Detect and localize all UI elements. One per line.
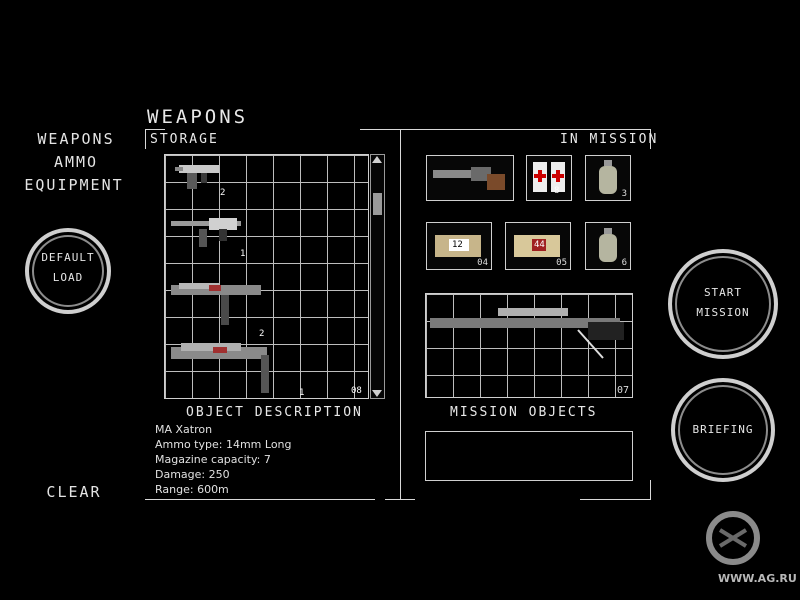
mission-slot[interactable]: 12 04 [426,222,492,270]
pistol-weapon-icon[interactable] [173,159,233,195]
grenade-icon [599,228,617,262]
storage-count: 1 [299,388,305,398]
mission-slot[interactable]: 44 05 [505,222,571,270]
desc-magazine: Magazine capacity: 7 [155,453,271,466]
mission-main-weapon-slot[interactable]: 07 [425,293,633,398]
start-mission-button[interactable]: START MISSION [668,249,778,359]
mission-objects-box[interactable] [425,431,633,481]
scroll-thumb[interactable] [373,193,382,215]
in-mission-label: IN MISSION [560,132,659,147]
shotgun-weapon-icon[interactable] [169,275,264,331]
slot-number: 04 [477,258,488,268]
grenade-icon [599,160,617,194]
storage-count: 2 [259,329,265,339]
frame-line [385,499,415,500]
ag-logo-icon [706,511,760,565]
storage-count: 2 [220,188,226,198]
medkit-icon [533,162,565,192]
start-mission-label-2: MISSION [696,306,750,319]
revolver-icon [433,167,505,190]
scroll-down-icon[interactable] [372,390,382,397]
object-description-label: OBJECT DESCRIPTION [186,405,363,420]
default-load-label-2: LOAD [52,271,84,284]
briefing-button[interactable]: BRIEFING [671,378,775,482]
storage-page-number: 08 [351,386,362,396]
mission-objects-label: MISSION OBJECTS [450,405,598,420]
storage-grid[interactable]: 2 1 2 1 08 [164,154,369,399]
slot-number: 3 [621,189,627,199]
storage-scrollbar[interactable] [370,154,385,399]
slot-number: 05 [556,258,567,268]
slot-number: 6 [621,258,627,268]
scroll-up-icon[interactable] [372,156,382,163]
storage-count: 1 [240,249,246,259]
sniper-rifle-icon [430,308,624,359]
frame-line [580,499,650,500]
frame-line [650,480,651,500]
desc-name: MA Xatron [155,423,213,436]
clear-button[interactable]: CLEAR [46,483,102,501]
rifle-weapon-icon[interactable] [169,337,269,395]
page-title: WEAPONS [147,106,249,128]
ammo-box-count: 44 [534,240,545,250]
frame-line [145,129,146,149]
storage-label: STORAGE [150,132,219,147]
mission-slot[interactable] [426,155,514,201]
mission-slot[interactable]: 6 [585,222,631,270]
frame-line [360,129,650,130]
frame-line [145,129,165,130]
mission-slot[interactable]: 3 [585,155,631,201]
ammo-box-icon [514,235,560,257]
menu-ammo[interactable]: AMMO [53,153,99,171]
default-load-label-1: DEFAULT [41,251,95,264]
desc-damage: Damage: 250 [155,468,230,481]
watermark-text: WWW.AG.RU [718,572,797,585]
medkit-count: 8 [554,186,560,196]
mission-slot[interactable]: 8 [526,155,572,201]
menu-equipment[interactable]: EQUIPMENT [24,176,124,194]
briefing-label: BRIEFING [692,423,754,436]
start-mission-label-1: START [703,286,743,299]
object-description: MA Xatron Ammo type: 14mm Long Magazine … [155,422,385,497]
slot-number: 07 [616,385,629,396]
ammo-box-icon [435,235,481,257]
frame-line [650,129,651,149]
default-load-button[interactable]: DEFAULT LOAD [25,228,111,314]
frame-line [145,499,375,500]
smg-weapon-icon[interactable] [169,215,249,255]
desc-ammo-type: Ammo type: 14mm Long [155,438,292,451]
menu-weapons[interactable]: WEAPONS [37,130,115,148]
ammo-box-count: 12 [452,240,463,250]
frame-divider [400,129,401,499]
desc-range: Range: 600m [155,483,229,496]
